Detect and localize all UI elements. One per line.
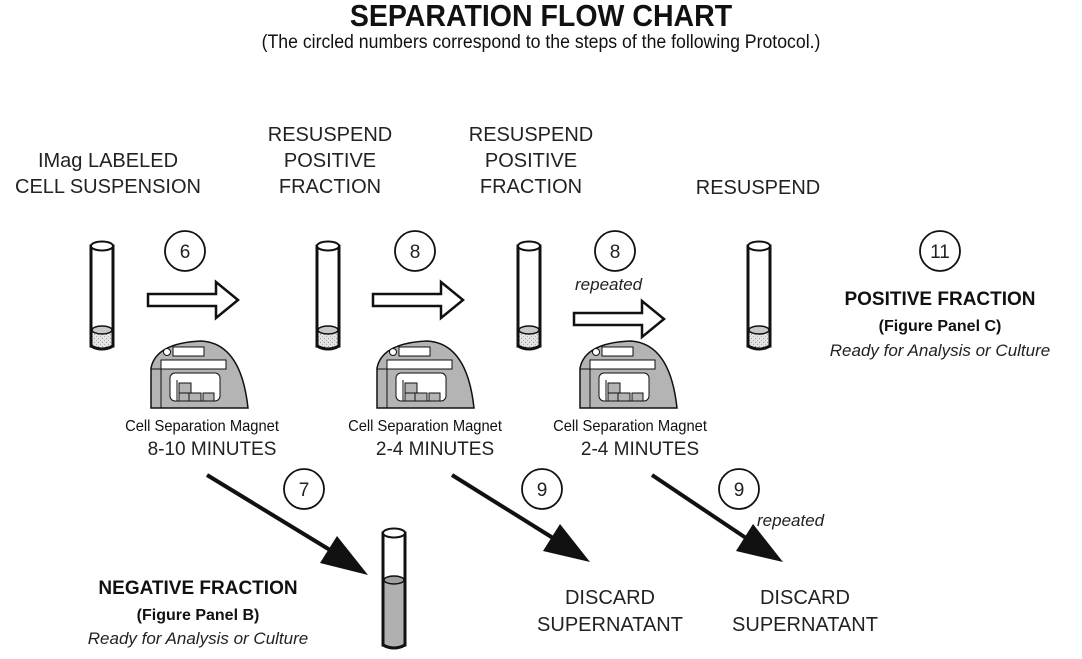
step-circle-9a: 9 bbox=[521, 468, 563, 510]
stage-1-line-2: CELL SUSPENSION bbox=[15, 176, 201, 198]
magnet-label-1: Cell Separation Magnet bbox=[125, 418, 279, 435]
positive-fraction-title: POSITIVE FRACTION bbox=[844, 289, 1036, 310]
stage-label-2: RESUSPEND POSITIVE FRACTION bbox=[250, 122, 410, 200]
step-circle-9b: 9 bbox=[718, 468, 760, 510]
stage-3-line-2: POSITIVE bbox=[484, 150, 578, 172]
tube-positive-fraction-1 bbox=[315, 240, 341, 351]
arrow-down-right-icon bbox=[205, 473, 368, 575]
stage-2-line-2: POSITIVE bbox=[283, 150, 377, 172]
discard-line-2: SUPERNATANT bbox=[732, 614, 878, 636]
arrow-right-icon bbox=[146, 280, 240, 320]
discard-supernatant-2: DISCARD SUPERNATANT bbox=[705, 585, 905, 639]
magnet-icon bbox=[376, 340, 475, 409]
step-number: 7 bbox=[299, 480, 310, 501]
step-circle-8a: 8 bbox=[394, 230, 436, 272]
stage-label-4: RESUSPEND bbox=[678, 175, 838, 201]
arrow-right-icon bbox=[572, 299, 666, 339]
step-number: 8 bbox=[410, 242, 421, 263]
stage-label-1: IMag LABELED CELL SUSPENSION bbox=[0, 148, 216, 200]
stage-label-3: RESUSPEND POSITIVE FRACTION bbox=[451, 122, 611, 200]
discard-line-1: DISCARD bbox=[759, 587, 850, 609]
stage-1-line-1: IMag LABELED bbox=[37, 150, 179, 172]
repeated-label-bottom: repeated bbox=[757, 511, 825, 530]
tube-cell-suspension bbox=[89, 240, 115, 351]
step-number: 6 bbox=[180, 242, 191, 263]
negative-fraction-note: Ready for Analysis or Culture bbox=[87, 629, 309, 648]
magnet-time-3: 2-4 MINUTES bbox=[580, 439, 700, 460]
discard-line-1: DISCARD bbox=[564, 587, 655, 609]
magnet-time-1: 8-10 MINUTES bbox=[147, 439, 277, 460]
step-circle-11: 11 bbox=[919, 230, 961, 272]
step-number: 8 bbox=[610, 242, 621, 263]
page-title: SEPARATION FLOW CHART bbox=[349, 0, 733, 33]
page-subtitle: (The circled numbers correspond to the s… bbox=[261, 32, 821, 53]
positive-fraction-note: Ready for Analysis or Culture bbox=[829, 341, 1051, 360]
arrow-down-right-icon bbox=[650, 473, 783, 562]
magnet-label-2: Cell Separation Magnet bbox=[348, 418, 502, 435]
discard-line-2: SUPERNATANT bbox=[537, 614, 683, 636]
tube-positive-fraction-2 bbox=[516, 240, 542, 351]
magnet-icon bbox=[150, 340, 249, 409]
stage-4-line-1: RESUSPEND bbox=[695, 177, 821, 199]
step-circle-8b: 8 bbox=[594, 230, 636, 272]
stage-3-line-3: FRACTION bbox=[479, 176, 583, 198]
step-circle-6: 6 bbox=[164, 230, 206, 272]
magnet-label-3: Cell Separation Magnet bbox=[553, 418, 707, 435]
step-circle-7: 7 bbox=[283, 468, 325, 510]
stage-3-line-1: RESUSPEND bbox=[468, 124, 594, 146]
step-number: 9 bbox=[537, 480, 548, 501]
step-number: 9 bbox=[734, 480, 745, 501]
tube-negative-fraction bbox=[381, 527, 407, 650]
repeated-label-top: repeated bbox=[575, 275, 643, 294]
tube-positive-fraction-final bbox=[746, 240, 772, 351]
positive-fraction-panel: (Figure Panel C) bbox=[878, 318, 1002, 335]
step-number: 11 bbox=[930, 242, 950, 263]
negative-fraction-panel: (Figure Panel B) bbox=[136, 607, 260, 624]
arrow-right-icon bbox=[371, 280, 465, 320]
negative-fraction-title: NEGATIVE FRACTION bbox=[98, 578, 298, 599]
arrow-down-right-icon bbox=[450, 473, 590, 562]
magnet-icon bbox=[579, 340, 678, 409]
stage-2-line-3: FRACTION bbox=[278, 176, 382, 198]
stage-2-line-1: RESUSPEND bbox=[267, 124, 393, 146]
discard-supernatant-1: DISCARD SUPERNATANT bbox=[510, 585, 710, 639]
magnet-time-2: 2-4 MINUTES bbox=[375, 439, 495, 460]
